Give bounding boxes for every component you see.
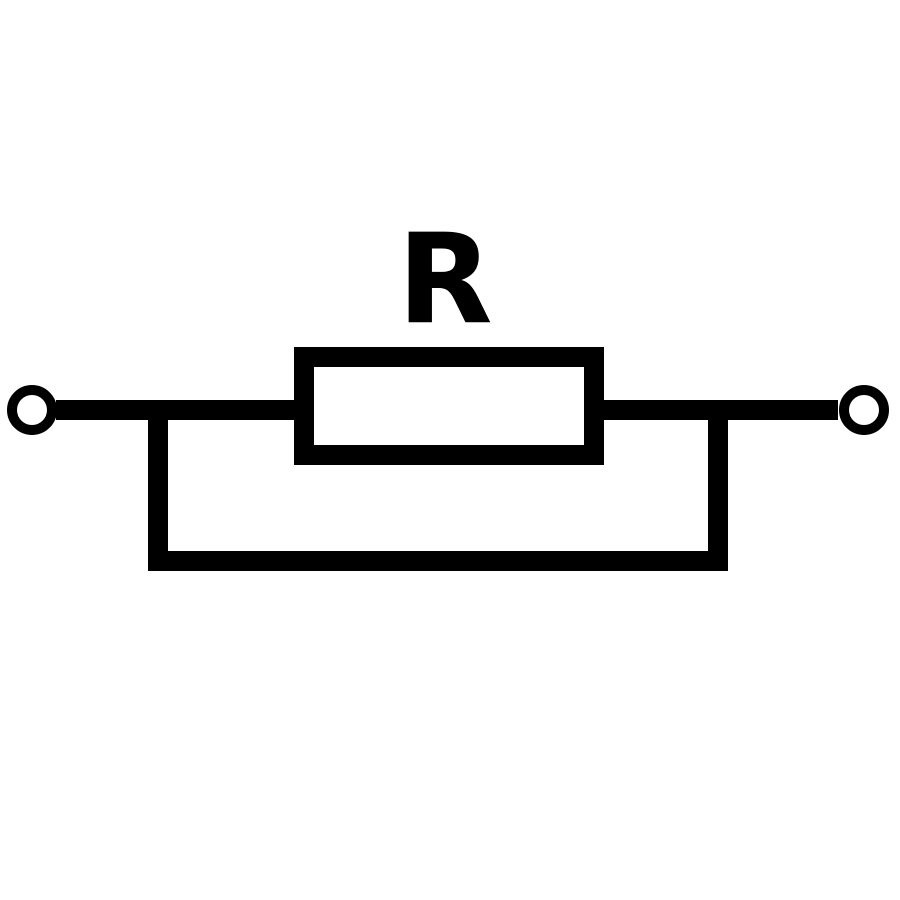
resistor-body bbox=[294, 347, 604, 465]
right-terminal bbox=[839, 385, 889, 435]
resistor-label: R bbox=[397, 208, 492, 352]
left-terminal bbox=[7, 385, 57, 435]
bypass-wire bbox=[148, 410, 728, 571]
